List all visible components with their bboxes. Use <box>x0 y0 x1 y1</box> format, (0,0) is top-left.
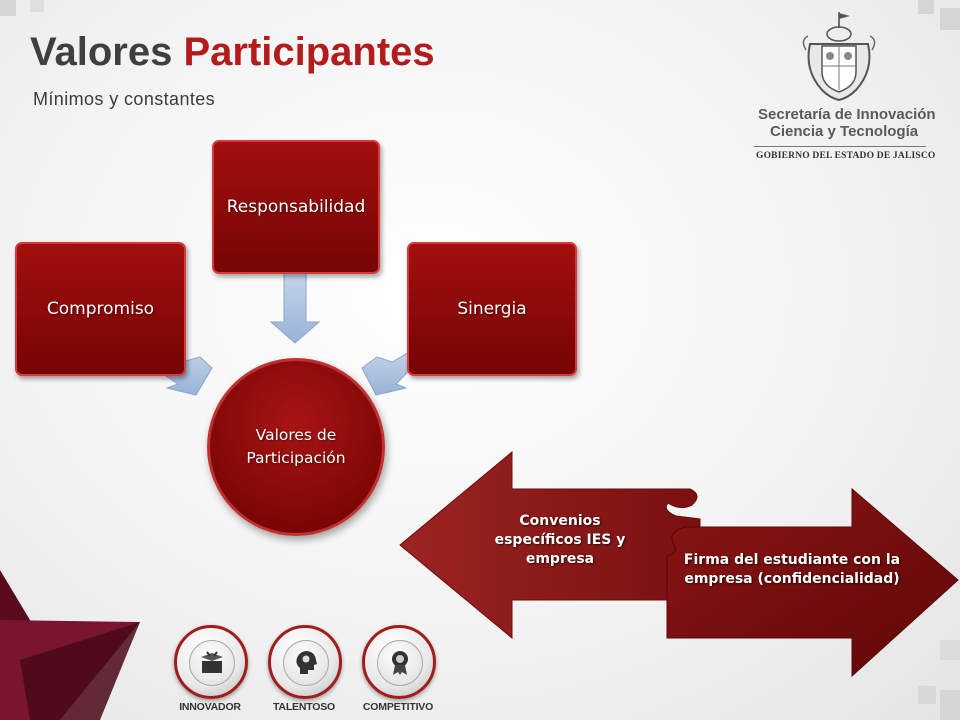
badge-competitivo: COMPETITIVO <box>358 625 438 715</box>
value-box-compromiso: Compromiso <box>15 242 186 376</box>
gift-box-icon <box>189 640 235 686</box>
corner-square <box>940 690 960 720</box>
logo-text-line3: GOBIERNO DEL ESTADO DE JALISCO <box>756 151 936 161</box>
badge-ring <box>268 625 342 699</box>
title-part1: Valores <box>30 30 173 74</box>
head-gears-icon <box>283 640 329 686</box>
hub-circle: Valores de Participación <box>207 358 385 536</box>
badge-label: COMPETITIVO <box>362 701 434 713</box>
left-pointing-arrow <box>399 450 701 640</box>
badge-label: TALENTOSO <box>273 701 335 713</box>
institution-logo: Secretaría de Innovación Ciencia y Tecno… <box>752 8 936 163</box>
page-subtitle: Mínimos y constantes <box>33 89 216 109</box>
value-label: Sinergia <box>457 299 527 319</box>
left-arrow-text: Convenios específicos IES y empresa <box>494 513 626 567</box>
right-pointing-arrow <box>666 487 959 678</box>
badge-ring <box>174 625 248 699</box>
right-arrow-text: Firma del estudiante con la empresa (con… <box>683 552 901 587</box>
page-title: Valores Participantes <box>30 30 435 74</box>
value-label: Compromiso <box>46 299 155 319</box>
value-box-sinergia: Sinergia <box>407 242 577 376</box>
logo-text-line1: Secretaría de Innovación <box>758 106 936 123</box>
corner-square <box>940 8 960 30</box>
title-part2: Participantes <box>183 30 435 74</box>
badge-innovador: INNOVADOR <box>170 625 250 715</box>
value-label: Responsabilidad <box>226 197 366 217</box>
logo-text-line2: Ciencia y Tecnología <box>770 123 919 140</box>
badge-talentoso: TALENTOSO <box>264 625 344 715</box>
badge-label: INNOVADOR <box>179 701 241 713</box>
medal-icon <box>377 640 423 686</box>
connector-arrow-top <box>269 271 321 344</box>
corner-square <box>918 686 936 704</box>
corner-square <box>940 640 960 660</box>
corner-square <box>918 0 934 14</box>
hub-label: Valores de Participación <box>246 425 346 467</box>
badge-ring <box>362 625 436 699</box>
value-box-responsabilidad: Responsabilidad <box>212 140 380 274</box>
corner-square <box>0 0 16 16</box>
logo-divider <box>754 146 926 147</box>
corner-square <box>30 0 44 12</box>
connector-arrow-right <box>361 345 420 396</box>
coat-of-arms-icon <box>802 12 876 102</box>
decorative-shards <box>0 570 140 720</box>
